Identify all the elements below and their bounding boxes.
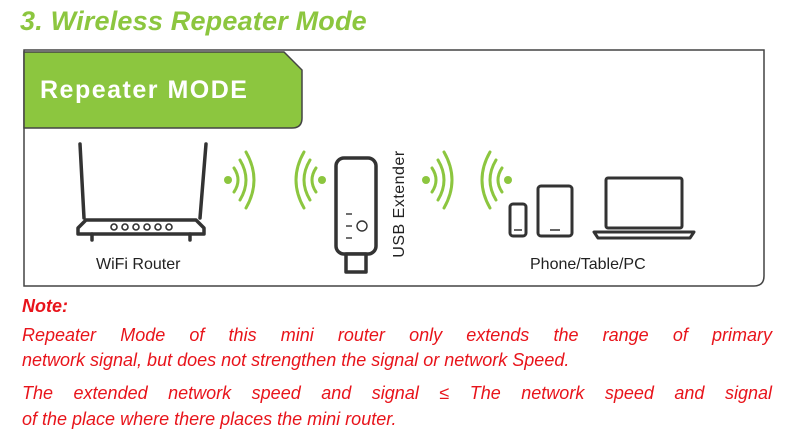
tablet-icon: [536, 184, 574, 238]
wifi-signal-icon: [224, 150, 256, 210]
note-line: of the place where there places the mini…: [22, 409, 397, 429]
mode-tab: [23, 51, 303, 129]
mode-label: Repeater MODE: [40, 76, 249, 104]
page-title: 3. Wireless Repeater Mode: [20, 6, 367, 36]
laptop-icon: [592, 176, 696, 240]
extender-caption: USB Extender: [391, 150, 408, 258]
repeater-diagram: Repeater MODE WiFi Router USB Extender P…: [22, 44, 768, 290]
note-line: network signal, but does not strengthen …: [22, 350, 570, 370]
note-line: Repeater Mode of this mini router only e…: [22, 325, 772, 345]
note-line: The extended network speed and signal ≤ …: [22, 383, 772, 403]
diagram-graphic: [23, 49, 765, 287]
note-heading: Note:: [22, 296, 68, 316]
devices-caption: Phone/Table/PC: [530, 256, 646, 273]
wifi-router-icon: [76, 142, 208, 242]
usb-extender-details: [346, 213, 368, 239]
router-caption: WiFi Router: [96, 256, 181, 273]
wifi-signal-icon: [422, 150, 454, 210]
router-leds: [110, 223, 173, 231]
diagram-frame: [23, 49, 765, 287]
wifi-signal-icon: [480, 150, 512, 210]
wifi-signal-icon: [294, 150, 326, 210]
usb-extender-icon: [334, 156, 378, 274]
phone-icon: [508, 202, 528, 238]
